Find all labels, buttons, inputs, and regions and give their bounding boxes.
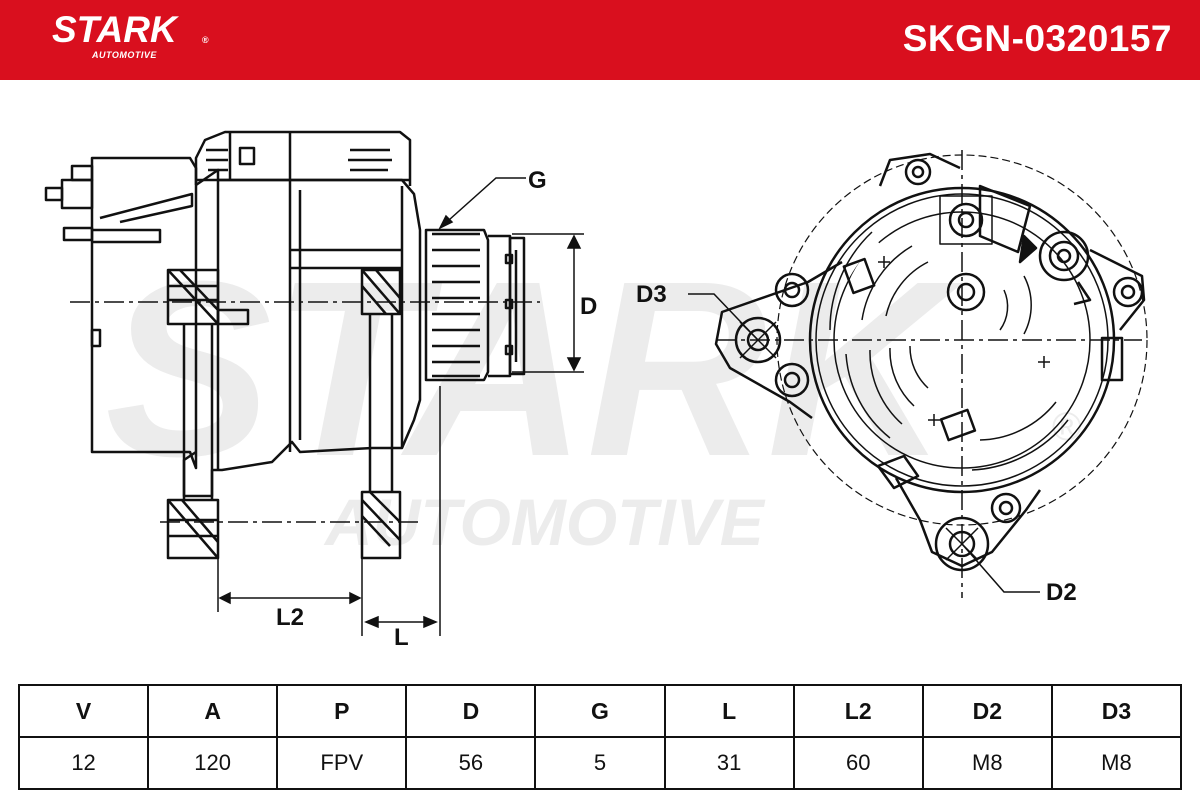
spec-header: V [17, 684, 150, 738]
spec-value: 12 [17, 736, 150, 790]
stark-logo: STARK ® AUTOMOTIVE [52, 9, 209, 61]
stark-watermark: STARK AUTOMOTIVE ® [105, 229, 1081, 559]
spec-header: L [663, 684, 795, 738]
front-view-dimensions [688, 150, 1142, 598]
spec-header-row: V A P D G L L2 D2 D3 [17, 684, 1183, 738]
logo-subtitle: AUTOMOTIVE [92, 50, 157, 60]
part-number: SKGN-0320157 [902, 18, 1172, 59]
spec-header: P [276, 684, 408, 738]
spec-header: D2 [921, 684, 1053, 738]
spec-value: M8 [921, 736, 1053, 790]
logo-brand: STARK [52, 9, 177, 50]
spec-table: V A P D G L L2 D2 D3 12 120 FPV 56 5 31 … [17, 684, 1183, 790]
label-d3: D3 [636, 281, 667, 308]
spec-header: A [147, 684, 279, 738]
label-g: G [528, 167, 547, 194]
spec-header: G [534, 684, 666, 738]
spec-header: L2 [792, 684, 924, 738]
spec-value: 5 [534, 736, 666, 790]
spec-value: M8 [1050, 736, 1183, 790]
spec-value: 56 [405, 736, 537, 790]
header-bar: STARK ® AUTOMOTIVE SKGN-0320157 [0, 0, 1200, 80]
spec-value: 60 [792, 736, 924, 790]
side-view-dimensions [70, 177, 584, 636]
watermark-main: STARK [105, 229, 963, 508]
alternator-drawing: STARK AUTOMOTIVE ® [44, 130, 1148, 651]
label-l: L [394, 624, 409, 651]
spec-header: D [405, 684, 537, 738]
spec-value-row: 12 120 FPV 56 5 31 60 M8 M8 [17, 736, 1183, 790]
label-l2: L2 [276, 604, 304, 631]
spec-value: FPV [276, 736, 408, 790]
label-d2: D2 [1046, 579, 1077, 606]
logo-registered-mark: ® [202, 35, 209, 45]
alternator-side-view [44, 130, 526, 560]
label-d: D [580, 293, 597, 320]
spec-value: 120 [147, 736, 279, 790]
spec-value: 31 [663, 736, 795, 790]
watermark-sub: AUTOMOTIVE [323, 485, 766, 559]
spec-header: D3 [1050, 684, 1183, 738]
